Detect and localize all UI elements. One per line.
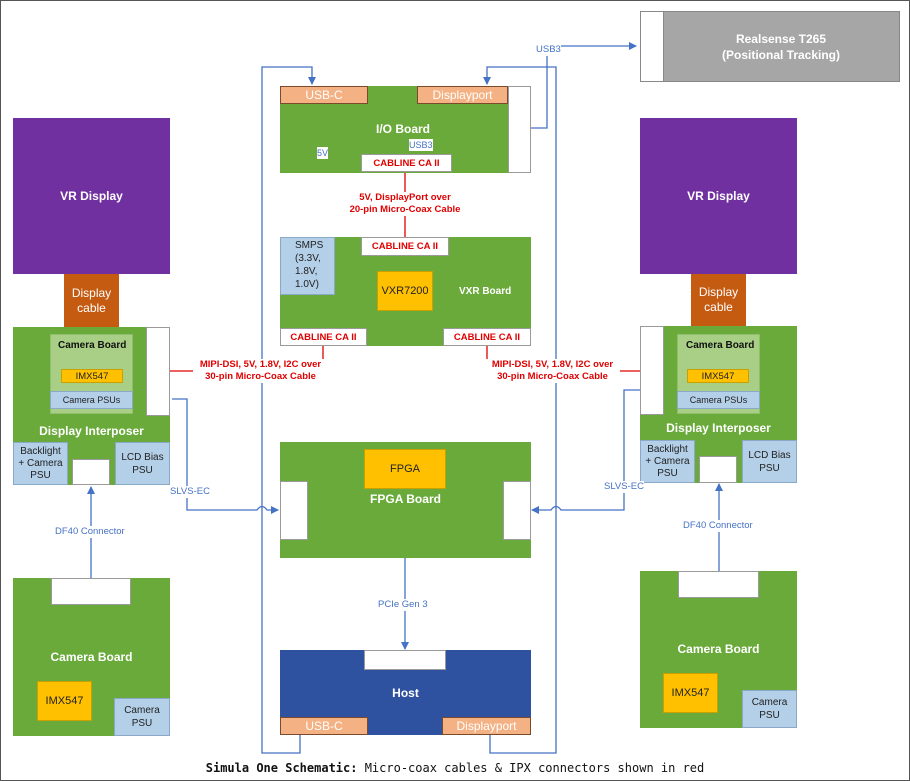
io-5v-label: 5V [317, 147, 329, 159]
io-vxr-cable-line2: 20-pin Micro-Coax Cable [349, 204, 461, 215]
fpga-port-left [280, 481, 308, 540]
slvs-left-wire [172, 398, 279, 514]
fpga-chip: FPGA [364, 449, 446, 489]
left-camera-board-title: Camera Board [50, 650, 133, 664]
mipi-right-line1: MIPI-DSI, 5V, 1.8V, I2C over [491, 359, 614, 370]
left-df40-port-top [72, 459, 110, 485]
mipi-right-note: MIPI-DSI, 5V, 1.8V, I2C over 30-pin Micr… [485, 359, 620, 383]
host-usbc-connector: USB-C [280, 717, 368, 735]
io-usb3-label: USB3 [409, 139, 433, 151]
right-vr-display: VR Display [640, 118, 797, 274]
left-slvs-label: SLVS-EC [170, 486, 210, 498]
realsense-subtitle: (Positional Tracking) [721, 47, 841, 62]
left-imx547-chip: IMX547 [37, 681, 92, 721]
left-vr-display: VR Display [13, 118, 170, 274]
mipi-right-line2: 30-pin Micro-Coax Cable [497, 371, 608, 382]
io-vxr-cable-note: 5V, DisplayPort over 20-pin Micro-Coax C… [330, 192, 480, 216]
host-port-top [364, 650, 446, 670]
fpga-board-title: FPGA Board [370, 492, 441, 506]
realsense-title: Realsense T265 [735, 31, 827, 46]
realsense-port [640, 11, 664, 82]
right-imx547-chip: IMX547 [663, 673, 718, 713]
right-backlight-psu: Backlight + Camera PSU [640, 440, 695, 483]
displayport-loop-wire [483, 66, 557, 754]
io-usb3-port [508, 86, 531, 173]
io-displayport-connector: Displayport [417, 86, 508, 104]
pcie-label: PCIe Gen 3 [378, 599, 428, 611]
mipi-left-note: MIPI-DSI, 5V, 1.8V, I2C over 30-pin Micr… [193, 359, 328, 383]
realsense-box: Realsense T265 (Positional Tracking) [640, 11, 900, 82]
slvs-right-wire [531, 389, 640, 514]
mipi-left-line2: 30-pin Micro-Coax Cable [205, 371, 316, 382]
vxr-cableline-right: CABLINE CA II [443, 328, 531, 346]
right-display-cable: Display cable [691, 274, 746, 326]
right-camera-psu: Camera PSU [742, 690, 797, 728]
vxr7200-chip: VXR7200 [377, 271, 433, 311]
right-camera-psus: Camera PSUs [677, 391, 760, 409]
figure-caption: Simula One Schematic: Micro-coax cables … [0, 761, 910, 775]
left-camera-board-inner-title: Camera Board [58, 340, 127, 351]
usbc-loop-wire [261, 66, 316, 754]
vxr-cableline-left: CABLINE CA II [280, 328, 367, 346]
left-camera-psus: Camera PSUs [50, 391, 133, 409]
left-camera-psu: Camera PSU [114, 698, 170, 736]
right-df40-label: DF40 Connector [683, 520, 753, 532]
vxr-cableline-top: CABLINE CA II [361, 237, 449, 256]
left-interposer-port [146, 327, 170, 416]
mipi-left-line1: MIPI-DSI, 5V, 1.8V, I2C over [199, 359, 322, 370]
left-backlight-psu: Backlight + Camera PSU [13, 442, 68, 485]
left-df40-label: DF40 Connector [55, 526, 125, 538]
usb3-label: USB3 [536, 44, 561, 56]
left-camera-board-port [51, 578, 131, 605]
left-imx547-small: IMX547 [61, 369, 123, 383]
right-camera-board-title: Camera Board [677, 642, 760, 656]
vxr-board-title: VXR Board [459, 286, 512, 297]
left-display-cable: Display cable [64, 274, 119, 327]
io-cableline: CABLINE CA II [361, 154, 452, 172]
right-slvs-label: SLVS-EC [604, 481, 644, 493]
right-interposer-port [640, 326, 664, 415]
fpga-port-right [503, 481, 531, 540]
right-camera-board-inner-title: Camera Board [686, 340, 755, 351]
right-imx547-small: IMX547 [687, 369, 749, 383]
caption-rest: Micro-coax cables & IPX connectors shown… [357, 761, 705, 775]
io-board-title: I/O Board [376, 122, 431, 136]
host-title: Host [392, 686, 419, 700]
vxr-smps: SMPS (3.3V, 1.8V, 1.0V) [280, 237, 335, 295]
right-display-interposer-title: Display Interposer [666, 421, 771, 435]
left-lcd-bias-psu: LCD Bias PSU [115, 442, 170, 485]
io-usbc-connector: USB-C [280, 86, 368, 104]
right-camera-board-port [678, 571, 759, 598]
io-vxr-cable-line1: 5V, DisplayPort over [359, 192, 451, 203]
right-df40-port-top [699, 456, 737, 483]
left-display-interposer-title: Display Interposer [39, 424, 144, 438]
host-displayport-connector: Displayport [442, 717, 531, 735]
right-lcd-bias-psu: LCD Bias PSU [742, 440, 797, 483]
caption-bold: Simula One Schematic: [205, 761, 358, 775]
